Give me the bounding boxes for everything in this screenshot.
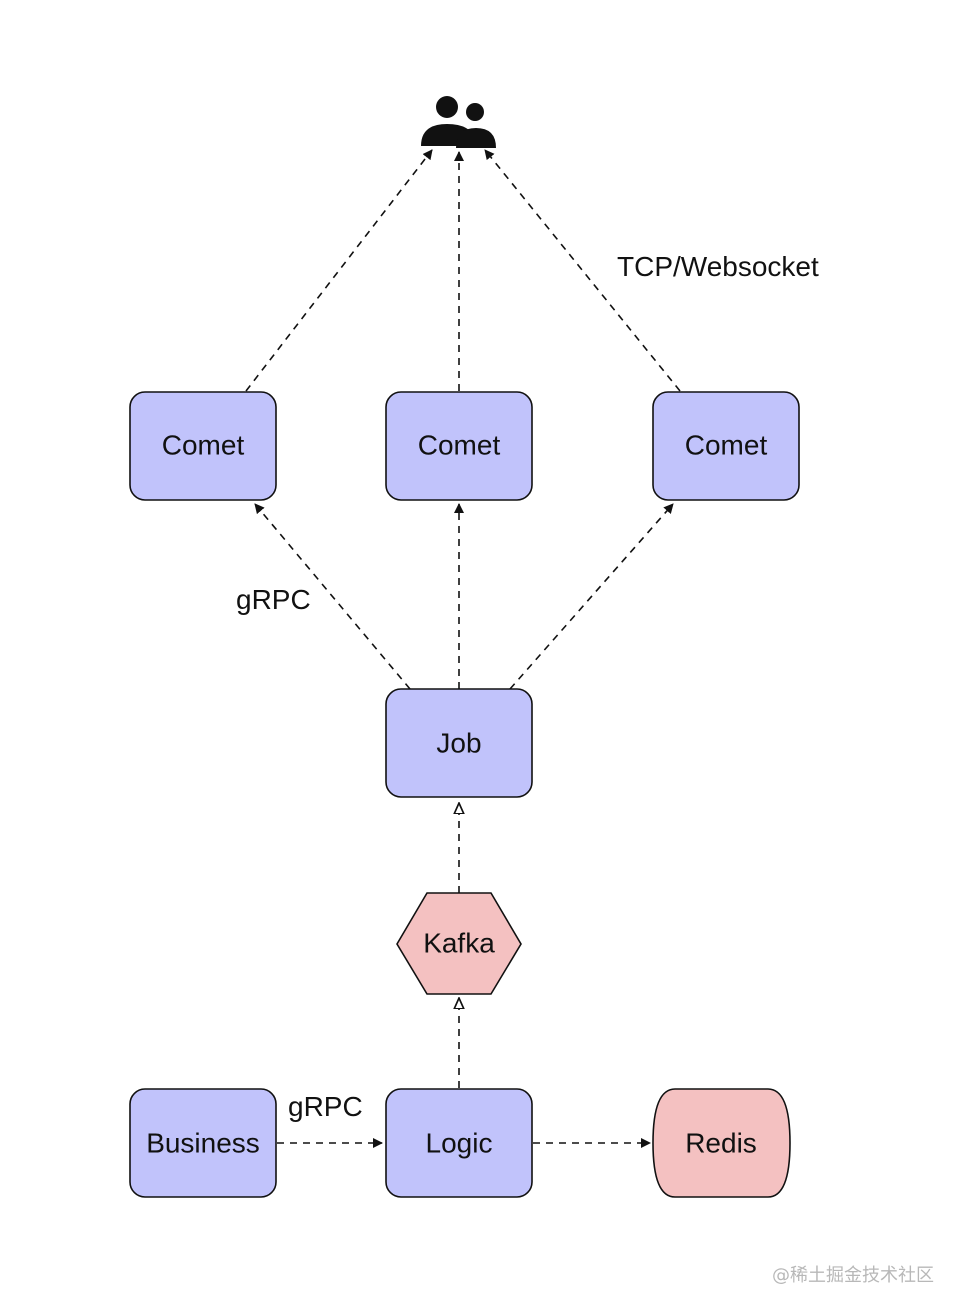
node-comet-right-label: Comet: [685, 429, 768, 460]
node-kafka: Kafka: [396, 892, 522, 995]
edge-job-comet-left: [254, 503, 411, 690]
node-job: Job: [385, 688, 533, 798]
node-comet-left-label: Comet: [162, 429, 245, 460]
node-logic: Logic: [385, 1088, 533, 1198]
node-comet-center-label: Comet: [418, 429, 501, 460]
label-grpc-job-comet: gRPC: [236, 584, 311, 615]
edge-comet-left-users: [245, 149, 433, 392]
node-business: Business: [129, 1088, 277, 1198]
label-grpc-business-logic: gRPC: [288, 1091, 363, 1122]
node-comet-left: Comet: [129, 391, 277, 501]
node-comet-center: Comet: [385, 391, 533, 501]
node-kafka-label: Kafka: [423, 927, 495, 958]
users-icon: [421, 96, 496, 148]
node-comet-right: Comet: [652, 391, 800, 501]
watermark: @稀土掘金技术社区: [772, 1265, 934, 1286]
node-redis: Redis: [652, 1088, 791, 1198]
label-tcp-websocket: TCP/Websocket: [617, 251, 819, 282]
node-redis-label: Redis: [685, 1127, 757, 1158]
node-logic-label: Logic: [426, 1127, 493, 1158]
edge-job-comet-right: [509, 503, 674, 690]
node-job-label: Job: [436, 727, 481, 758]
node-business-label: Business: [146, 1127, 260, 1158]
